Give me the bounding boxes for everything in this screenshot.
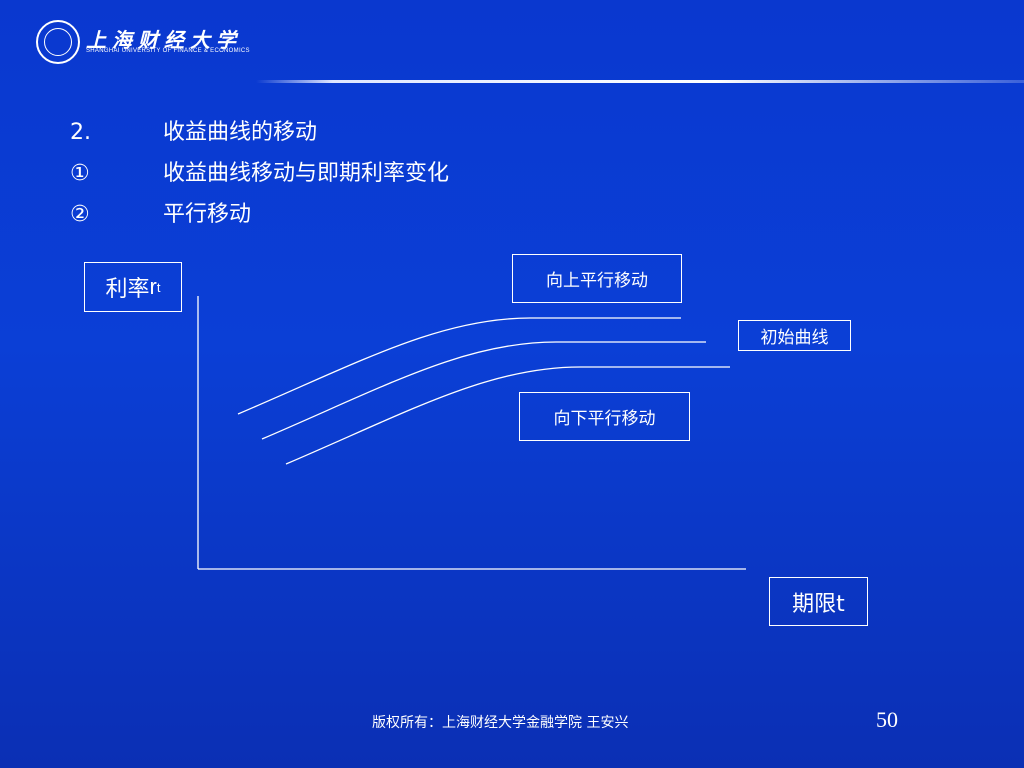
outline-number: ② [70,202,90,227]
outline-text: 收益曲线的移动 [163,120,318,145]
outline-number: ① [70,161,90,186]
upward-shifted-curve [237,317,681,415]
seal-inner-ring [44,28,72,56]
downward-shifted-curve [285,366,730,465]
downward-shift-label: 向下平行移动 [553,409,656,429]
initial-curve-label-box: 初始曲线 [738,320,851,351]
x-axis-label-box: 期限t [769,577,868,626]
outline-text: 平行移动 [163,202,252,227]
university-name: 上海财经大学 [86,28,242,52]
page-number: 50 [876,707,898,732]
outline-number: 2. [70,120,91,145]
outline-text: 收益曲线移动与即期利率变化 [163,161,450,186]
x-axis-label: 期限t [792,591,845,617]
initial-curve [261,341,706,440]
initial-curve-label: 初始曲线 [760,328,829,348]
upward-shift-label-box: 向上平行移动 [512,254,682,303]
footer-copyright: 版权所有：上海财经大学金融学院 王安兴 [372,715,629,731]
y-axis-label: 利率 [105,277,150,302]
y-axis-subscript: t [156,279,161,295]
y-axis-rate-symbol: r [149,274,157,299]
upward-shift-label: 向上平行移动 [546,271,648,291]
header-divider [256,80,1024,83]
university-name-english: SHANGHAI UNIVERSITY OF FINANCE & ECONOMI… [86,48,250,54]
downward-shift-label-box: 向下平行移动 [519,392,690,441]
university-seal-logo [36,20,80,64]
